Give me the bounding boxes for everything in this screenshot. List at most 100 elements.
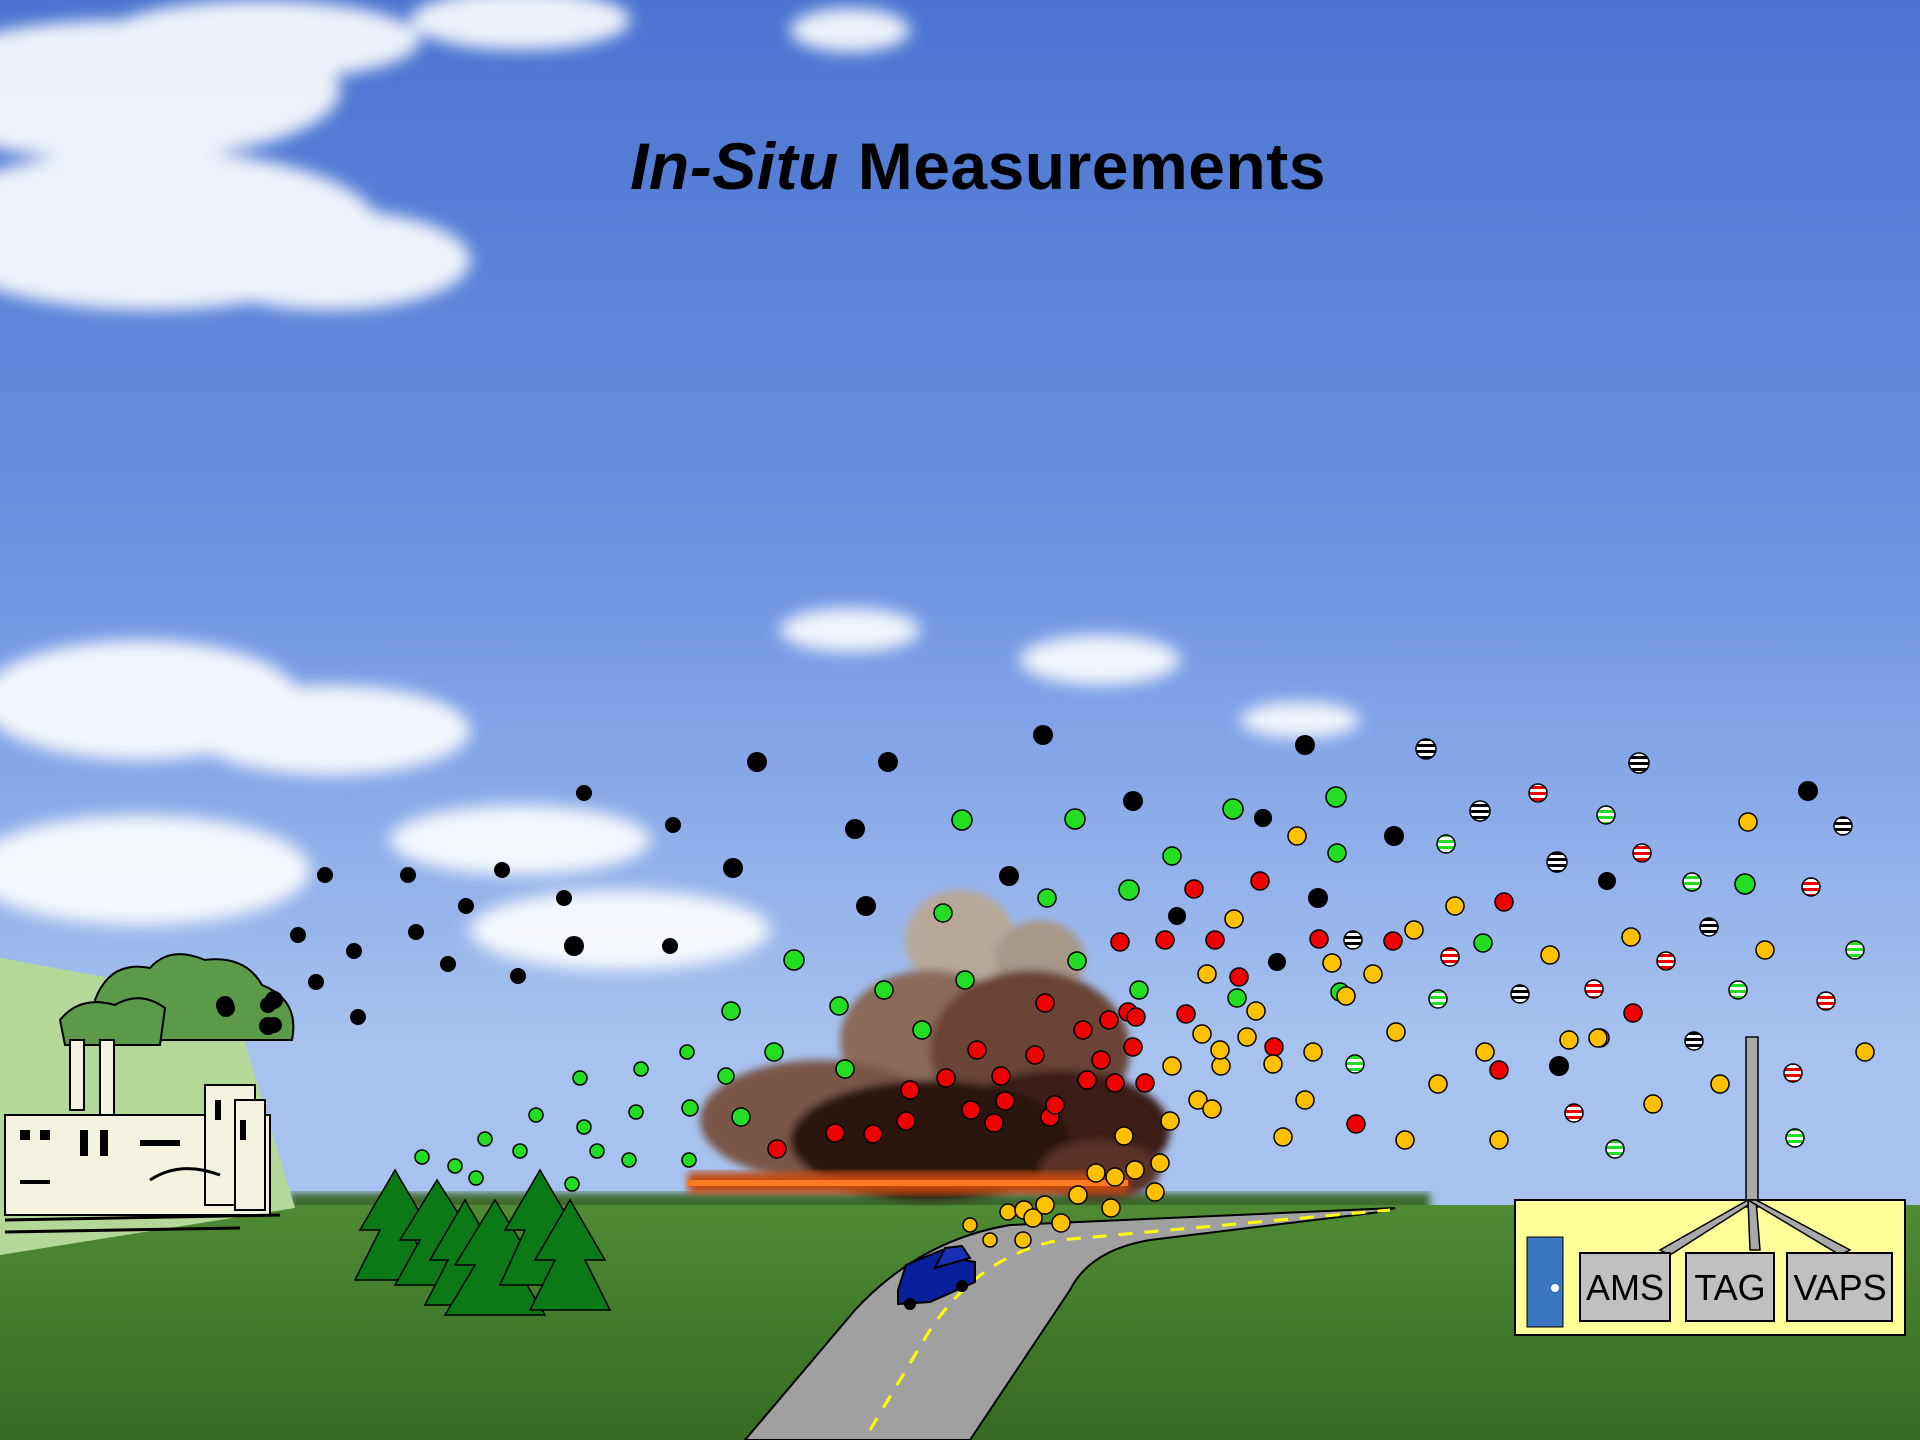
- particle-red: [1229, 967, 1249, 987]
- particle-black: [265, 991, 283, 1009]
- particle-orange: [1322, 953, 1342, 973]
- instrument-label-vaps: VAPS: [1793, 1267, 1886, 1308]
- particle-red: [1264, 1037, 1284, 1057]
- particle-orange: [1035, 1195, 1055, 1215]
- particle-red: [1105, 1073, 1125, 1093]
- car-icon: [897, 1244, 976, 1310]
- particle-black: [400, 867, 416, 883]
- particle-striped-black: [1833, 816, 1853, 836]
- particle-striped-black: [1510, 984, 1530, 1004]
- particle-orange: [1755, 940, 1775, 960]
- particle-green: [1064, 808, 1086, 830]
- particle-green: [912, 1020, 932, 1040]
- particle-black: [576, 785, 592, 801]
- particle-orange: [1211, 1056, 1231, 1076]
- particle-striped-red: [1816, 991, 1836, 1011]
- particle-green: [576, 1119, 592, 1135]
- particle-orange: [1125, 1160, 1145, 1180]
- particle-green: [572, 1070, 588, 1086]
- particle-orange: [962, 1217, 978, 1233]
- particle-green: [1129, 980, 1149, 1000]
- particle-orange: [1559, 1030, 1579, 1050]
- particle-red: [767, 1139, 787, 1159]
- particle-black: [317, 867, 333, 883]
- particle-green: [951, 809, 973, 831]
- particle-striped-green: [1345, 1054, 1365, 1074]
- particle-green: [874, 980, 894, 1000]
- particle-orange: [1101, 1198, 1121, 1218]
- particle-striped-red: [1584, 979, 1604, 999]
- particle-orange: [1336, 986, 1356, 1006]
- factory-icon: [0, 953, 295, 1255]
- particle-black: [1033, 725, 1053, 745]
- particle-red: [1045, 1095, 1065, 1115]
- particle-green: [1327, 843, 1347, 863]
- particle-green: [955, 970, 975, 990]
- particle-orange: [1363, 964, 1383, 984]
- instrument-label-ams: AMS: [1586, 1267, 1664, 1308]
- particle-green: [783, 949, 805, 971]
- particle-red: [1346, 1114, 1366, 1134]
- particle-orange: [982, 1232, 998, 1248]
- particle-black: [494, 862, 510, 878]
- particle-orange: [1588, 1028, 1608, 1048]
- particle-green: [731, 1107, 751, 1127]
- particle-black: [723, 858, 743, 878]
- particle-black: [999, 866, 1019, 886]
- particle-black: [1168, 907, 1186, 925]
- particle-black: [1598, 872, 1616, 890]
- particle-orange: [1145, 1182, 1165, 1202]
- particle-green: [1037, 888, 1057, 908]
- measurement-station: AMS TAG VAPS: [1514, 1036, 1906, 1336]
- particle-green: [477, 1131, 493, 1147]
- instrument-box-tag: TAG: [1685, 1252, 1775, 1322]
- particle-striped-red: [1528, 783, 1548, 803]
- particle-red: [1383, 931, 1403, 951]
- particle-orange: [1489, 1130, 1509, 1150]
- particle-red: [961, 1100, 981, 1120]
- particle-red: [1073, 1020, 1093, 1040]
- particle-red: [967, 1040, 987, 1060]
- particle-orange: [1202, 1099, 1222, 1119]
- particle-orange: [1540, 945, 1560, 965]
- particle-red: [1110, 932, 1130, 952]
- particle-striped-green: [1605, 1139, 1625, 1159]
- particle-orange: [1197, 964, 1217, 984]
- particle-black: [1308, 888, 1328, 908]
- particle-green: [933, 903, 953, 923]
- particle-striped-black: [1546, 851, 1568, 873]
- particle-orange: [1246, 1001, 1266, 1021]
- particle-red: [825, 1123, 845, 1143]
- particle-black: [747, 752, 767, 772]
- particle-green: [717, 1067, 735, 1085]
- particle-green: [564, 1176, 580, 1192]
- particle-red: [1077, 1070, 1097, 1090]
- particle-black: [1798, 781, 1818, 801]
- particle-striped-green: [1436, 834, 1456, 854]
- trees-icon: [353, 1168, 612, 1316]
- particle-black: [259, 1017, 277, 1035]
- particle-black: [1549, 1056, 1569, 1076]
- particle-red: [1126, 1007, 1146, 1027]
- particle-orange: [1621, 927, 1641, 947]
- particle-green: [681, 1152, 697, 1168]
- particle-black: [845, 819, 865, 839]
- particle-striped-red: [1632, 843, 1652, 863]
- particle-red: [1035, 993, 1055, 1013]
- particle-green: [681, 1099, 699, 1117]
- particle-black: [1254, 809, 1272, 827]
- particle-striped-red: [1656, 951, 1676, 971]
- particle-striped-black: [1469, 800, 1491, 822]
- particle-red: [1623, 1003, 1643, 1023]
- particle-red: [1489, 1060, 1509, 1080]
- particle-orange: [1237, 1027, 1257, 1047]
- title-rest: Measurements: [838, 129, 1326, 203]
- particle-orange: [1386, 1022, 1406, 1042]
- particle-green: [512, 1143, 528, 1159]
- particle-striped-green: [1682, 872, 1702, 892]
- particle-red: [1309, 929, 1329, 949]
- particle-striped-green: [1728, 980, 1748, 1000]
- particle-green: [1067, 951, 1087, 971]
- particle-orange: [1303, 1042, 1323, 1062]
- particle-black: [308, 974, 324, 990]
